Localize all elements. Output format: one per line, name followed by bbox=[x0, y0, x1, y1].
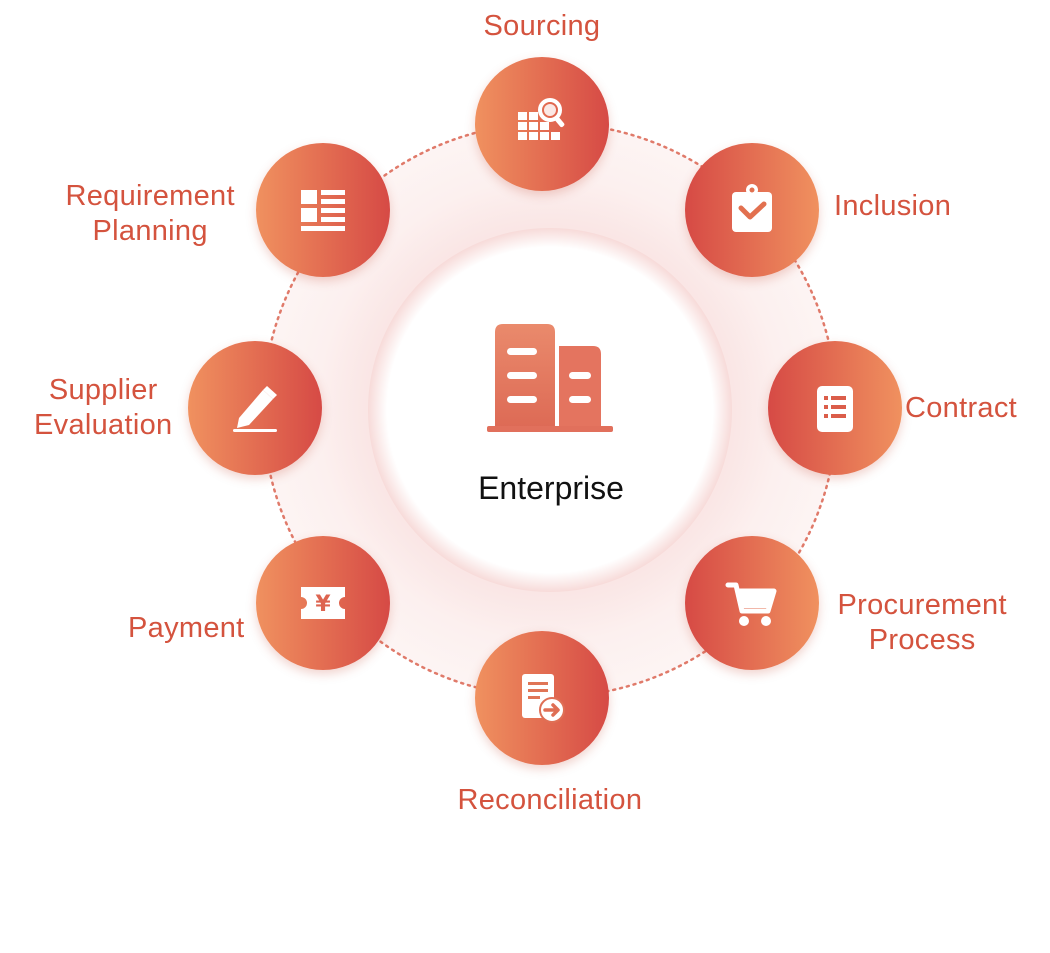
center-label: Enterprise bbox=[478, 470, 624, 506]
label-line: Planning bbox=[92, 215, 208, 247]
node-supplier-evaluation[interactable] bbox=[188, 341, 322, 475]
label-payment: Payment bbox=[128, 611, 245, 646]
label-line: Contract bbox=[905, 391, 1017, 424]
label-line: Sourcing bbox=[483, 9, 601, 42]
office-building-icon bbox=[487, 324, 613, 432]
node-sourcing[interactable] bbox=[475, 57, 609, 191]
document-list-icon bbox=[805, 378, 865, 438]
label-reconciliation: Reconciliation bbox=[458, 783, 643, 818]
label-sourcing: Sourcing bbox=[484, 9, 601, 44]
clipboard-check-icon bbox=[722, 180, 782, 240]
node-contract[interactable] bbox=[768, 341, 902, 475]
node-reconciliation[interactable] bbox=[475, 631, 609, 765]
yuan-ticket-icon: ¥ bbox=[293, 573, 353, 633]
label-contract: Contract bbox=[905, 391, 1017, 426]
node-procurement-process[interactable] bbox=[685, 536, 819, 670]
document-transfer-icon bbox=[512, 668, 572, 728]
node-inclusion[interactable] bbox=[685, 143, 819, 277]
shopping-cart-icon bbox=[722, 573, 782, 633]
pen-edit-icon bbox=[225, 378, 285, 438]
label-line: Process bbox=[868, 624, 976, 656]
label-line: Requirement bbox=[65, 180, 235, 212]
label-line: Procurement bbox=[837, 589, 1007, 621]
node-requirement-planning[interactable] bbox=[256, 143, 390, 277]
node-payment[interactable]: ¥ bbox=[256, 536, 390, 670]
label-inclusion: Inclusion bbox=[834, 189, 951, 224]
label-line: Inclusion bbox=[834, 189, 952, 222]
list-layout-icon bbox=[293, 180, 353, 240]
label-line: Supplier bbox=[48, 374, 158, 406]
label-line: Payment bbox=[128, 611, 245, 644]
label-line: Reconciliation bbox=[457, 783, 643, 816]
grid-search-icon bbox=[512, 94, 572, 154]
label-line: Evaluation bbox=[34, 409, 173, 441]
svg-text:¥: ¥ bbox=[315, 592, 331, 617]
